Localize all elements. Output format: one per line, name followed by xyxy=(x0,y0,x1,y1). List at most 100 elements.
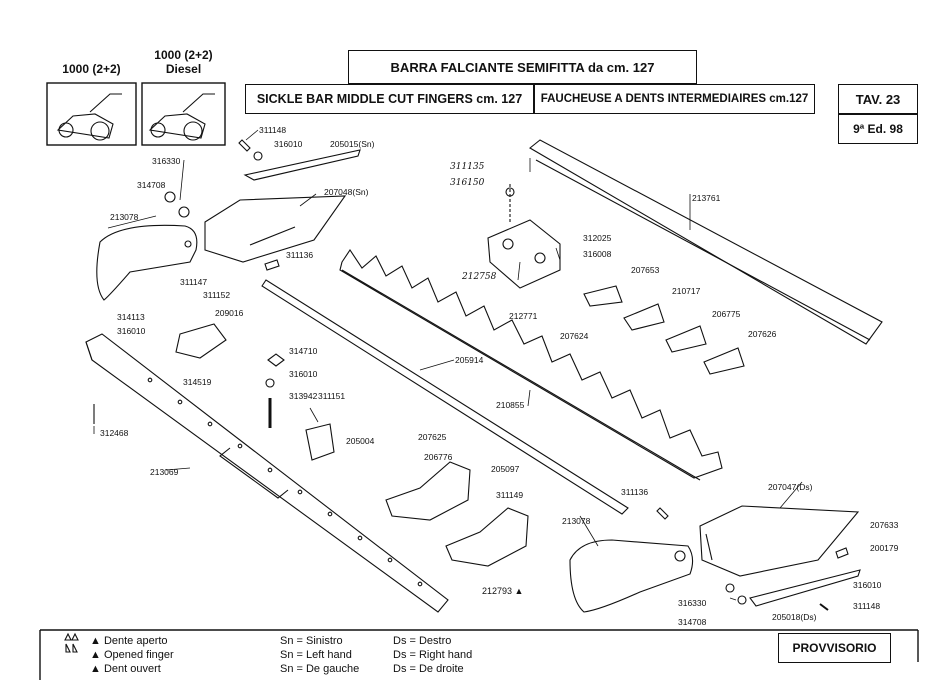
part-label: 207047(Ds) xyxy=(768,482,813,492)
part-label: 213078 xyxy=(110,212,139,222)
knife-blade-210855 xyxy=(339,249,723,481)
part-label: 205004 xyxy=(346,436,375,446)
part-label: 316330 xyxy=(678,598,707,608)
legend-line: ▲ Dent ouvert xyxy=(90,663,161,675)
part-label: 206776 xyxy=(424,452,453,462)
legend-line: ▲ Opened finger xyxy=(90,649,174,661)
finger-bar-213069 xyxy=(85,333,449,613)
part-label: 207625 xyxy=(418,432,447,442)
legend-line: Ds = De droite xyxy=(393,663,464,675)
legend-line: Ds = Destro xyxy=(393,635,452,647)
part-label: 207653 xyxy=(631,265,660,275)
model-label-2: 1000 (2+2) Diesel xyxy=(142,48,225,76)
part-label: 312025 xyxy=(583,233,612,243)
tractor-icon xyxy=(46,82,137,146)
part-label: 313942 xyxy=(289,391,318,401)
part-label: 311151 xyxy=(318,391,346,401)
edition-box: 9ª Ed. 98 xyxy=(838,114,918,144)
tractor-diesel-icon xyxy=(141,82,226,146)
part-label: 316330 xyxy=(152,156,181,166)
part-label: 200179 xyxy=(870,543,899,553)
part-label: 312468 xyxy=(100,428,129,438)
part-label: 314708 xyxy=(137,180,166,190)
title-it: BARRA FALCIANTE SEMIFITTA da cm. 127 xyxy=(390,59,655,75)
part-label: 311135 xyxy=(450,162,485,172)
title-en: SICKLE BAR MIDDLE CUT FINGERS cm. 127 xyxy=(256,92,523,106)
finger-plates xyxy=(583,285,745,375)
right-skid-213078 xyxy=(569,539,694,613)
part-label: 311136 xyxy=(286,250,314,260)
hardware-right xyxy=(656,507,849,611)
spring-205015 xyxy=(243,149,361,181)
table-number: TAV. 23 xyxy=(855,91,901,107)
legend-line: Sn = Left hand xyxy=(280,649,352,661)
status-label: PROVVISORIO xyxy=(792,641,877,655)
legend-line: Ds = Right hand xyxy=(393,649,473,661)
part-label: 205097 xyxy=(491,464,520,474)
part-label: 206775 xyxy=(712,309,741,319)
part-label: 210855 xyxy=(496,400,525,410)
part-label: 207048(Sn) xyxy=(324,187,369,197)
part-label: 311136 xyxy=(621,487,649,497)
part-label: 311152 xyxy=(203,290,231,300)
part-label: 316010 xyxy=(853,580,882,590)
part-label: 314519 xyxy=(183,377,212,387)
part-label: 316010 xyxy=(289,369,318,379)
part-label: 210717 xyxy=(672,286,701,296)
part-label: 316010 xyxy=(117,326,146,336)
model-2-line2: Diesel xyxy=(165,62,202,76)
left-skid-213078 xyxy=(96,224,198,301)
part-label: 207626 xyxy=(748,329,777,339)
spring-205018 xyxy=(749,569,861,607)
model-2-line1: 1000 (2+2) xyxy=(154,48,213,62)
cutter-bar-205914 xyxy=(261,279,629,515)
guard-bar-213761 xyxy=(529,139,883,345)
legend-line: Sn = De gauche xyxy=(280,663,360,675)
part-label: 205018(Ds) xyxy=(772,612,817,622)
legend-finger-icon xyxy=(64,632,79,653)
part-label: 207624 xyxy=(560,331,589,341)
part-label: 311148 xyxy=(853,601,881,611)
part-label: 314708 xyxy=(678,617,707,627)
part-label: 314113 xyxy=(117,312,145,322)
legend-right-hand: Ds = Destro Ds = Right hand Ds = De droi… xyxy=(393,634,472,676)
model-label-1: 1000 (2+2) xyxy=(47,62,136,76)
hardware-left xyxy=(164,139,280,271)
legend-left-hand: Sn = Sinistro Sn = Left hand Sn = De gau… xyxy=(280,634,359,676)
part-label: 311148 xyxy=(259,125,287,135)
part-label: 205015(Sn) xyxy=(330,139,375,149)
leader-lines xyxy=(93,129,803,601)
model-1-line1: 1000 (2+2) xyxy=(62,62,121,76)
legend-line: ▲ Dente aperto xyxy=(90,635,168,647)
part-label: 311149 xyxy=(496,490,524,500)
bracket-212758 xyxy=(487,184,561,289)
part-label: 213069 xyxy=(150,467,179,477)
legend-finger: ▲ Dente aperto ▲ Opened finger ▲ Dent ou… xyxy=(90,634,174,676)
legend-line: Sn = Sinistro xyxy=(280,635,343,647)
part-label: 316150 xyxy=(450,178,485,188)
title-fr-box: FAUCHEUSE A DENTS INTERMEDIAIRES cm.127 xyxy=(534,84,815,114)
part-label: 213078 xyxy=(562,516,591,526)
table-number-box: TAV. 23 xyxy=(838,84,918,114)
part-label: 314710 xyxy=(289,346,318,356)
edition: 9ª Ed. 98 xyxy=(853,122,903,136)
part-label: 212771 xyxy=(509,311,538,321)
part-label: 207633 xyxy=(870,520,899,530)
fingers-205097 xyxy=(385,461,529,567)
title-it-box: BARRA FALCIANTE SEMIFITTA da cm. 127 xyxy=(348,50,697,84)
part-label: 212793 ▲ xyxy=(482,586,524,596)
part-label: 316008 xyxy=(583,249,612,259)
title-fr: FAUCHEUSE A DENTS INTERMEDIAIRES cm.127 xyxy=(540,93,809,105)
part-label: 212758 xyxy=(462,272,497,282)
part-label: 311147 xyxy=(180,277,208,287)
right-shoe-207047 xyxy=(699,505,860,577)
part-label: 205914 xyxy=(455,355,484,365)
part-label: 213761 xyxy=(692,193,721,203)
title-en-box: SICKLE BAR MIDDLE CUT FINGERS cm. 127 xyxy=(245,84,534,114)
status-box: PROVVISORIO xyxy=(778,633,891,663)
part-label: 209016 xyxy=(215,308,244,318)
hardware-center xyxy=(93,323,335,461)
left-shoe-207048 xyxy=(204,195,347,263)
part-label: 316010 xyxy=(274,139,303,149)
